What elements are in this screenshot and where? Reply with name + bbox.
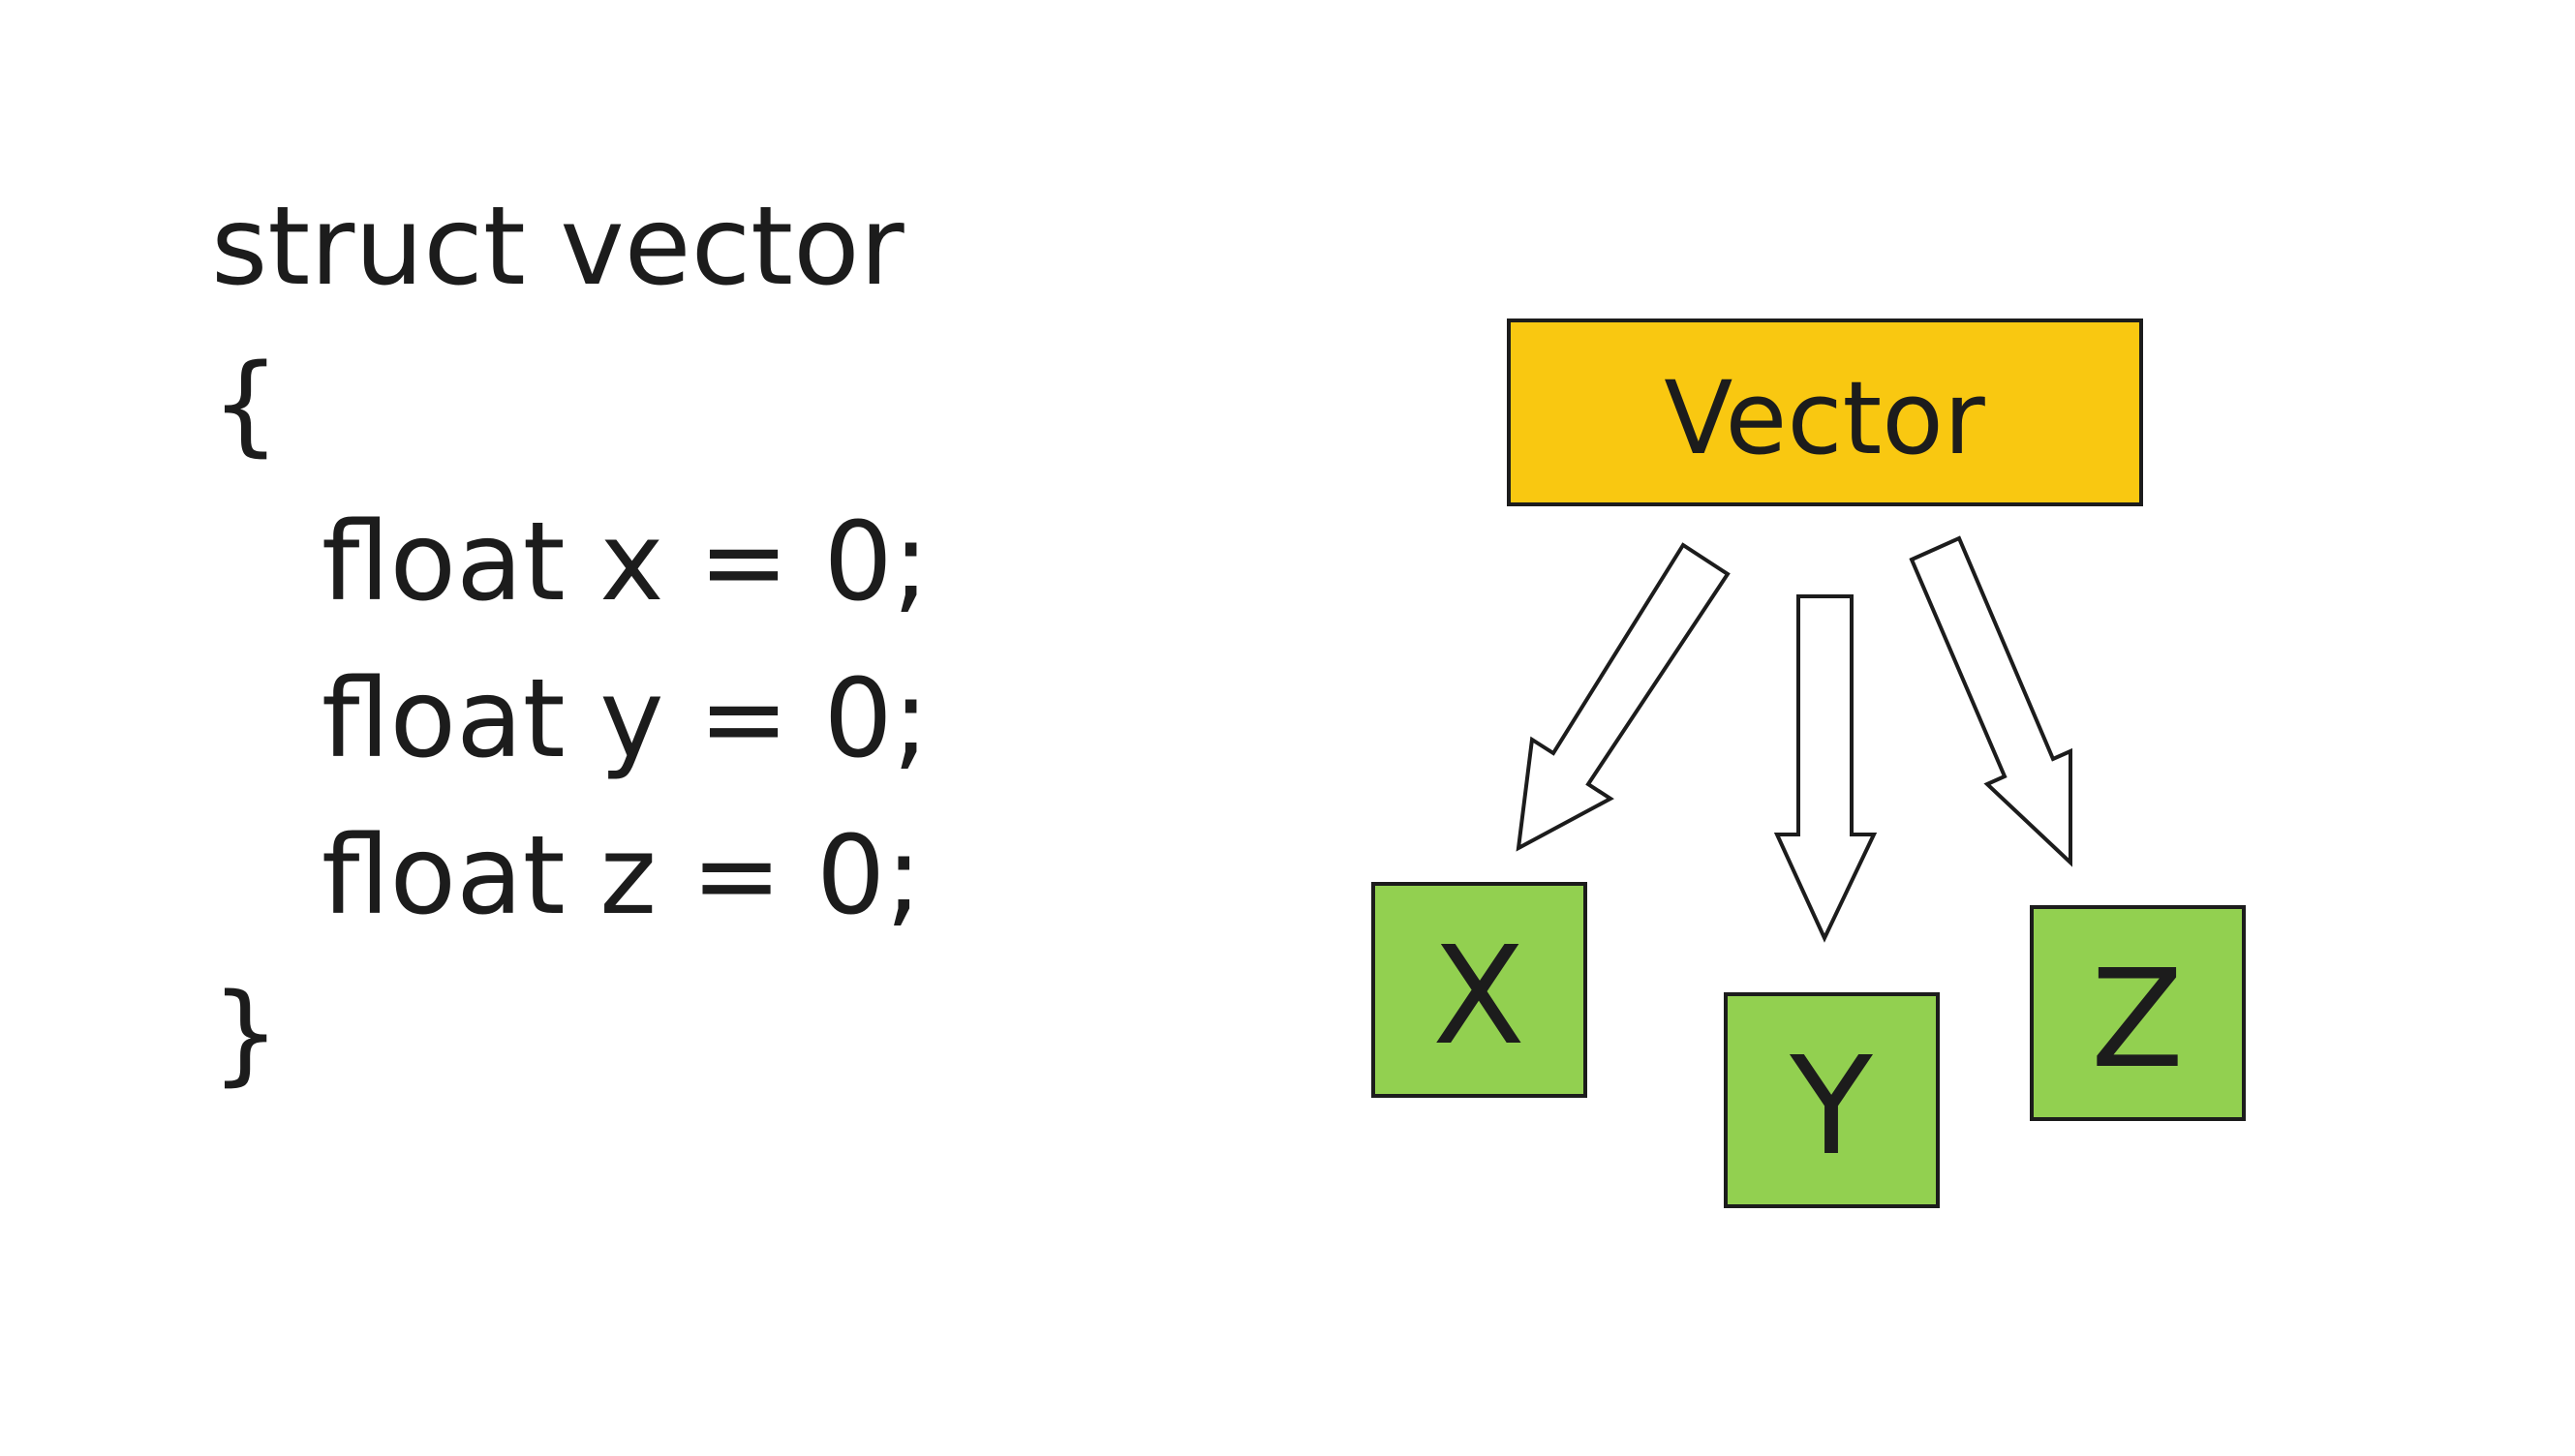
arrow-to-y <box>1773 594 1878 943</box>
z-box-label: Z <box>2091 941 2184 1099</box>
arrow-to-z <box>1909 535 2072 867</box>
x-box-rect <box>1371 882 1587 1098</box>
x-box-label: X <box>1432 918 1525 1076</box>
code-line-float-x: float x = 0; <box>322 500 930 625</box>
z-box: Z <box>2030 905 2246 1121</box>
vector-box: Vector <box>1507 318 2143 506</box>
vector-box-label: Vector <box>1664 359 1985 477</box>
code-line-float-z: float z = 0; <box>322 813 923 939</box>
vector-box-rect <box>1507 318 2143 506</box>
code-line-open-brace: { <box>211 342 281 468</box>
y-box: Y <box>1724 992 1940 1208</box>
z-box-rect <box>2030 905 2246 1121</box>
code-line-close-brace: } <box>211 971 281 1097</box>
arrow-to-x <box>1516 542 1731 852</box>
y-box-label: Y <box>1789 1028 1873 1186</box>
code-line-struct-declaration: struct vector <box>211 184 904 310</box>
x-box: X <box>1371 882 1587 1098</box>
code-line-float-y: float y = 0; <box>322 656 930 782</box>
y-box-rect <box>1724 992 1940 1208</box>
